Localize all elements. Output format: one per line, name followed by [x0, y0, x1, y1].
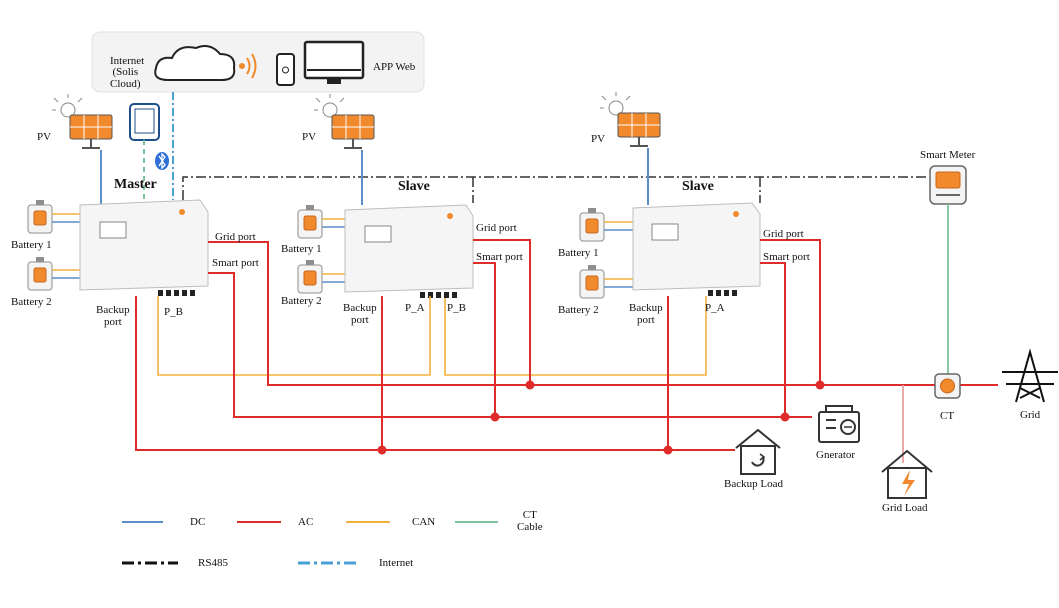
battery-icon — [579, 265, 605, 299]
inverter-role-title: Master — [114, 177, 157, 192]
backup-port-label: Backup port — [343, 302, 377, 326]
grid-load-label: Grid Load — [882, 502, 928, 514]
monitor-icon — [303, 40, 365, 84]
inverter-icon — [344, 204, 474, 298]
port-label: P_A — [405, 302, 425, 314]
smart-meter-icon — [929, 165, 967, 205]
backup-load-label: Backup Load — [724, 478, 783, 490]
phone-icon — [276, 53, 295, 86]
legend-ct-label: CT Cable — [517, 509, 543, 533]
grid-label: Grid — [1020, 409, 1041, 421]
smart-port-label: Smart port — [212, 257, 259, 269]
port-label: P_B — [164, 306, 183, 318]
battery-icon — [27, 257, 53, 291]
legend-can-label: CAN — [412, 516, 436, 528]
wifi-signal-icon — [239, 53, 257, 79]
ct-label: CT — [940, 410, 955, 422]
smart-port-label: Smart port — [476, 251, 523, 263]
tablet-icon — [129, 103, 160, 141]
app-web-label: APP Web — [373, 61, 416, 73]
battery-label: Battery 1 — [281, 243, 322, 255]
solar-panel-icon — [52, 94, 113, 149]
smart-meter-label: Smart Meter — [920, 149, 976, 161]
battery-label: Battery 1 — [11, 239, 52, 251]
legend-dc-label: DC — [190, 516, 206, 528]
grid-tower-icon — [1002, 348, 1058, 403]
battery-label: Battery 2 — [558, 304, 599, 316]
port-label: P_B — [447, 302, 466, 314]
battery-icon — [297, 205, 323, 239]
ct-icon — [934, 373, 961, 399]
bluetooth-icon — [155, 152, 169, 170]
battery-icon — [27, 200, 53, 234]
port-label: P_A — [705, 302, 725, 314]
cloud-label: (Solis Cloud) — [110, 66, 141, 90]
backup-port-label: Backup port — [96, 304, 130, 328]
inverter-icon — [79, 199, 209, 296]
battery-icon — [579, 208, 605, 242]
pv-label: PV — [302, 131, 317, 143]
smart-port-label: Smart port — [763, 251, 810, 263]
legend-internet-label: Internet — [379, 557, 414, 569]
battery-label: Battery 2 — [281, 295, 322, 307]
pv-label: PV — [37, 131, 52, 143]
solar-panel-icon — [314, 94, 375, 149]
house-icon — [881, 449, 933, 499]
grid-port-label: Grid port — [763, 228, 804, 240]
battery-label: Battery 2 — [11, 296, 52, 308]
grid-port-label: Grid port — [215, 231, 256, 243]
battery-icon — [297, 260, 323, 294]
backup-port-label: Backup port — [629, 302, 663, 326]
internet-label: Internet — [110, 55, 145, 67]
pv-label: PV — [591, 133, 606, 145]
house-icon — [735, 428, 781, 475]
grid-port-label: Grid port — [476, 222, 517, 234]
inverter-icon — [632, 202, 761, 296]
inverter-role-title: Slave — [398, 179, 430, 194]
battery-label: Battery 1 — [558, 247, 599, 259]
inverter-role-title: Slave — [682, 179, 714, 194]
legend-ac-label: AC — [298, 516, 314, 528]
cloud-icon — [154, 45, 236, 81]
legend-rs485-label: RS485 — [198, 557, 228, 569]
generator-label: Gnerator — [816, 449, 856, 461]
solar-panel-icon — [600, 92, 661, 147]
generator-icon — [818, 405, 860, 443]
